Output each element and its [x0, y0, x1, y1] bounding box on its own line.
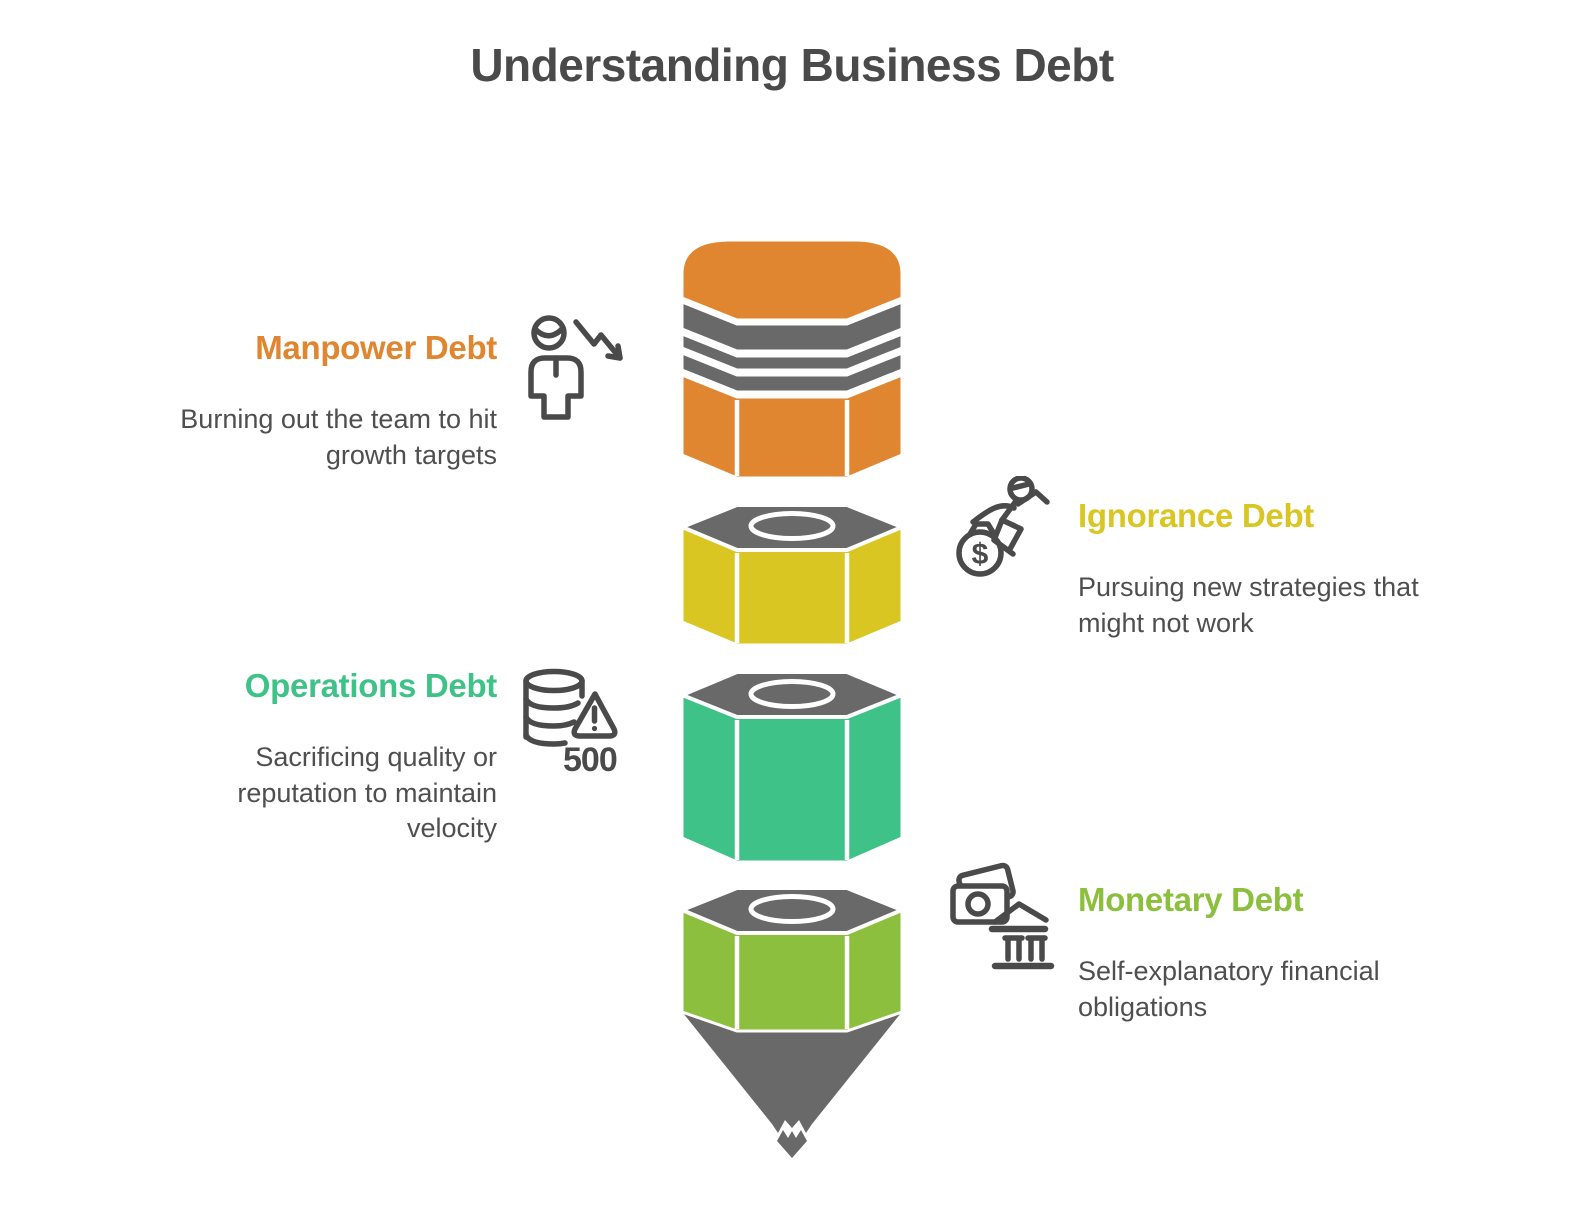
segment-top-face: [676, 503, 908, 552]
bank-money-icon: [950, 862, 1055, 970]
database-top: [523, 668, 585, 694]
person-decline-icon: [528, 315, 623, 420]
database-arc: [523, 714, 577, 729]
segment-top-face: [676, 886, 908, 935]
bank-column: [1025, 935, 1048, 962]
section-operations: Operations Debt Sacrificing quality or r…: [205, 667, 498, 847]
pencil-tip: [777, 1130, 807, 1158]
runner-front-leg: [999, 517, 1024, 552]
pencil-segment-ignorance: [676, 503, 908, 647]
section-monetary: Monetary Debt Self-explanatory financial…: [1078, 881, 1428, 1025]
banknote-front: [950, 883, 1010, 925]
page-title: Understanding Business Debt: [470, 39, 1114, 91]
warning-exclamation-dot: [591, 725, 598, 732]
person-head: [531, 315, 567, 351]
runner-torso: [999, 498, 1019, 523]
section-description-operations: Sacrificing quality or reputation to mai…: [237, 741, 497, 844]
money-bag: [956, 529, 1004, 577]
money-bag-dollar: $: [972, 538, 989, 571]
person-torso: [528, 355, 584, 420]
pencil-cone: [683, 1013, 901, 1133]
section-ignorance: Ignorance Debt Pursuing new strategies t…: [1078, 497, 1473, 641]
section-description-ignorance: Pursuing new strategies that might not w…: [1078, 571, 1419, 638]
bank-roof: [992, 901, 1049, 925]
section-heading-manpower: Manpower Debt: [255, 329, 497, 366]
section-description-manpower: Burning out the team to hit growth targe…: [180, 403, 497, 470]
runner-reaching-arm: [970, 503, 1017, 525]
runner-back-arm: [1015, 489, 1050, 507]
money-bag-neck: [967, 521, 997, 537]
pencil-segment-monetary: [676, 886, 908, 1158]
money-chase-icon: $: [956, 476, 1050, 577]
database-arc: [523, 696, 581, 711]
eraser-dome: [680, 238, 904, 322]
pencil-segment-operations: [676, 670, 908, 864]
ferrule-band: [680, 331, 904, 372]
database-arc: [523, 732, 568, 747]
segment-top-ring: [748, 894, 836, 924]
decline-arrowhead: [605, 343, 623, 361]
database-error-icon: 500: [523, 668, 618, 776]
section-heading-monetary: Monetary Debt: [1078, 881, 1304, 918]
section-heading-operations: Operations Debt: [244, 667, 498, 704]
segment-top-ring: [748, 511, 836, 541]
ferrule-band: [680, 350, 904, 394]
bank-column: [1002, 935, 1025, 962]
person-hair-line: [532, 325, 566, 339]
segment-body: [680, 692, 904, 864]
error-code-label: 500: [563, 741, 617, 776]
pencil-segment-manpower: [680, 238, 904, 480]
ferrule-band: [680, 299, 904, 353]
segment-top-ring: [748, 679, 836, 709]
decline-arrow: [573, 319, 623, 361]
section-description-monetary: Self-explanatory financial obligations: [1078, 955, 1380, 1022]
section-heading-ignorance: Ignorance Debt: [1078, 497, 1315, 534]
banknote-coin: [965, 891, 991, 917]
section-manpower: Manpower Debt Burning out the team to hi…: [127, 329, 497, 473]
segment-top-face: [676, 670, 908, 719]
runner-hair-line: [1010, 481, 1032, 491]
